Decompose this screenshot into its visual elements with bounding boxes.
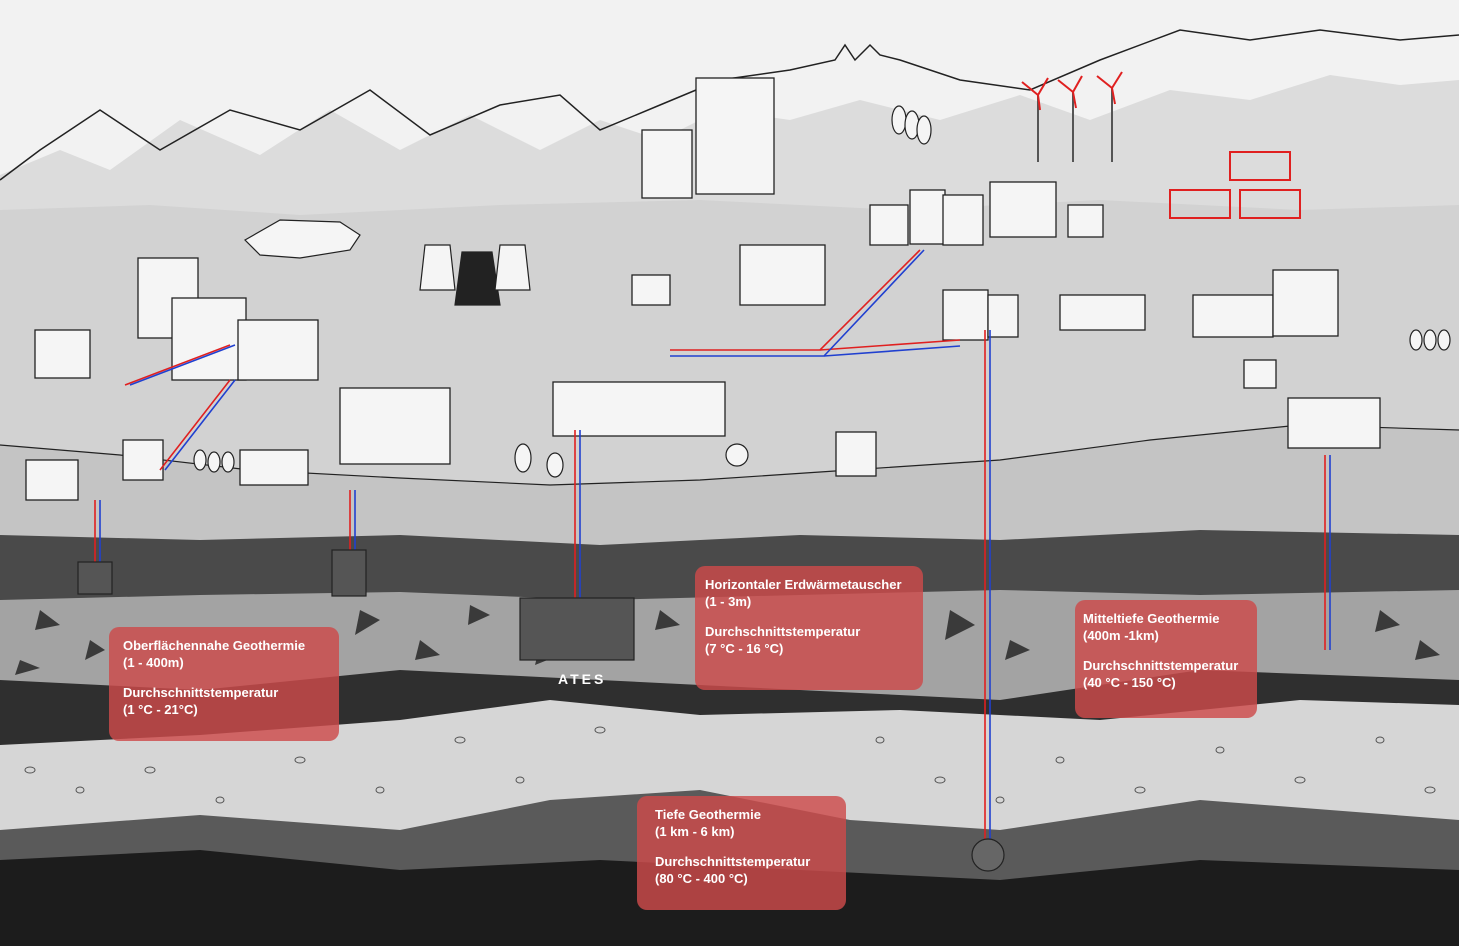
building-icon [25, 77, 1381, 501]
box-title: Tiefe Geothermie [655, 807, 761, 822]
box-temp-label: Durchschnittstemperatur [655, 854, 811, 869]
box-title: Mitteltiefe Geothermie [1083, 611, 1220, 626]
box-temp-range: (1 °C - 21°C) [123, 702, 198, 717]
box-temp-label: Durchschnittstemperatur [705, 624, 861, 639]
cooling-towers [419, 244, 531, 306]
trees [193, 105, 1451, 478]
info-box-horizontal-exchanger: Horizontaler Erdwärmetauscher (1 - 3m) D… [695, 566, 923, 690]
box-depth-range: (1 km - 6 km) [655, 824, 735, 839]
box-depth-range: (1 - 3m) [705, 594, 752, 609]
ates-label: ATES [558, 671, 607, 687]
box-title: Horizontaler Erdwärmetauscher [705, 577, 902, 592]
box-temp-range: (7 °C - 16 °C) [705, 641, 784, 656]
wind-turbines [1037, 88, 1113, 162]
turbine-blades [1021, 71, 1123, 111]
box-temp-label: Durchschnittstemperatur [1083, 658, 1239, 673]
gravel-pebbles [24, 726, 1436, 804]
ground-collectors [77, 549, 1005, 872]
pond [244, 219, 361, 259]
info-box-shallow-geothermal: Oberflächennahe Geothermie (1 - 400m) Du… [109, 627, 339, 741]
rock-fragments [15, 605, 1440, 675]
box-temp-label: Durchschnittstemperatur [123, 685, 279, 700]
info-box-medium-geothermal: Mitteltiefe Geothermie (400m -1km) Durch… [1075, 600, 1257, 718]
mountain-outline [0, 29, 1459, 181]
solar-panels [1169, 151, 1301, 219]
box-temp-range: (80 °C - 400 °C) [655, 871, 748, 886]
info-box-deep-geothermal: Tiefe Geothermie (1 km - 6 km) Durchschn… [637, 796, 846, 910]
box-depth-range: (1 - 400m) [123, 655, 184, 670]
box-title: Oberflächennahe Geothermie [123, 638, 306, 653]
box-temp-range: (40 °C - 150 °C) [1083, 675, 1176, 690]
box-depth-range: (400m -1km) [1083, 628, 1159, 643]
